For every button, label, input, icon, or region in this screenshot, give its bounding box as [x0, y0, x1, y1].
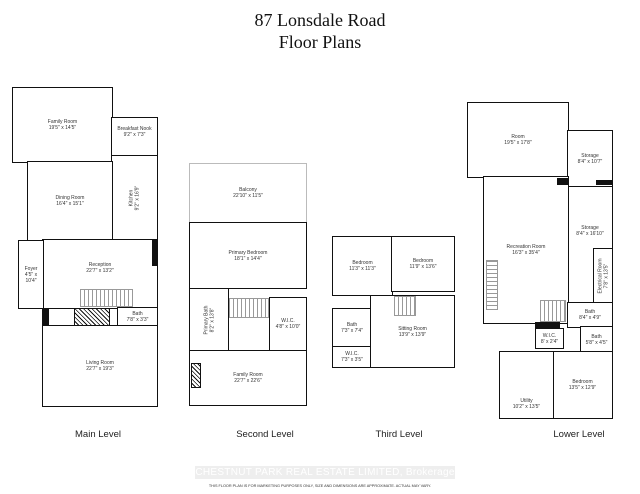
room-dims: 16'3" x 35'4"	[512, 250, 540, 256]
room-dims: 9'2" x 16'9"	[134, 185, 141, 211]
staircase	[540, 300, 566, 322]
room-dims: 7'3" x 3'5"	[341, 357, 363, 363]
room-dims: 22'7" x 19'3"	[86, 366, 114, 372]
room-dims: 5'8" x 4'5"	[585, 339, 608, 346]
room-dims: 9'2" x 7'3"	[123, 132, 146, 138]
room-dims: 4'8" x 10'0"	[275, 324, 301, 330]
room-dims: 8'4" x 10'7"	[577, 159, 603, 165]
room-name: Storage	[581, 225, 599, 231]
room-dims: 18'1" x 14'4"	[234, 255, 262, 262]
room-name: Bath	[132, 310, 143, 317]
room-dims: 22'7" x 13'2"	[86, 268, 114, 274]
plan-title: 87 Lonsdale Road	[254, 10, 386, 30]
room-name: Bedroom	[572, 379, 593, 385]
room-name: W.I.C.	[281, 318, 295, 324]
room-wic: W.I.C.4'8" x 10'0"	[269, 297, 307, 351]
staircase	[486, 260, 498, 310]
room-dims: 19'5" x 17'8"	[504, 140, 532, 146]
room-name: Recreation Room	[506, 244, 546, 250]
level-label-second: Second Level	[236, 429, 294, 440]
room-name: Electrical Room	[597, 258, 604, 294]
staircase	[394, 296, 416, 316]
room-dims: 8'2" x 13'8"	[209, 307, 215, 332]
room-name: Breakfast Nook	[117, 126, 152, 132]
room-name: Living Room	[86, 360, 114, 366]
room-dims: 7'3" x 7'4"	[341, 328, 363, 334]
room-dims: 7'8" x 3'3"	[126, 316, 149, 323]
room-name: Family Room	[233, 372, 263, 378]
room-name: Bedroom	[352, 260, 373, 266]
room-name: Dining Room	[55, 195, 85, 201]
room-name: Bath	[584, 309, 596, 315]
room-wic: W.I.C.8' x 2'4"	[535, 328, 564, 349]
brokerage-watermark: CHESTNUT PARK REAL ESTATE LIMITED, Broke…	[195, 466, 455, 479]
room-dims: 19'5" x 14'5"	[48, 125, 77, 131]
room-dims: 22'10" x 11'5"	[233, 193, 263, 199]
room-name: Sitting Room	[398, 325, 427, 332]
wall-column	[557, 178, 569, 185]
wall-column	[152, 240, 158, 266]
room-dims: 13'5" x 12'9"	[568, 385, 597, 391]
plan-subtitle: Floor Plans	[278, 32, 362, 52]
room-name: Primary Bedroom	[228, 249, 268, 256]
room-dims: 13'9" x 13'9"	[398, 331, 427, 338]
room-dims: 11'3" x 11'3"	[349, 266, 376, 272]
level-label-third: Third Level	[375, 429, 423, 440]
room-name: Primary Bath	[203, 305, 209, 334]
room-dims: 11'9" x 13'6"	[409, 264, 437, 270]
room-name: Storage	[581, 153, 599, 159]
wall-column	[42, 308, 49, 325]
staircase	[229, 298, 269, 318]
room-name: Family Room	[47, 119, 78, 125]
staircase	[80, 289, 133, 307]
room-name: Bath	[346, 322, 358, 328]
wall-column	[535, 322, 560, 330]
level-label-lower: Lower Level	[553, 429, 605, 440]
room-dims: 7'8" x 13'5"	[603, 263, 610, 289]
disclaimer: THIS FLOOR PLAN IS FOR MARKETING PURPOSE…	[208, 484, 432, 488]
room-name: Foyer	[24, 265, 38, 272]
room-dims: 8'4" x 4'9"	[579, 315, 601, 321]
room-name: Bedroom	[412, 258, 434, 264]
room-name: Bath	[591, 333, 602, 340]
room-name: Room	[511, 134, 525, 140]
room-dims: 16'4" x 15'1"	[56, 201, 84, 207]
room-dims: 22'7" x 22'6"	[234, 378, 262, 384]
fireplace	[191, 363, 201, 388]
room-name: Balcony	[239, 187, 257, 193]
wall-column	[596, 180, 613, 185]
room-name: Utility	[520, 398, 533, 404]
room-dims: 10'2" x 13'5"	[512, 404, 541, 410]
room-name: Reception	[88, 262, 112, 268]
fireplace	[74, 308, 110, 326]
room-dims: 8' x 2'4"	[540, 338, 559, 345]
room-wic: W.I.C.7'3" x 3'5"	[332, 346, 372, 368]
room-dims: 8'4" x 16'10"	[576, 231, 604, 237]
room-name: W.I.C.	[345, 351, 359, 357]
level-label-main: Main Level	[75, 429, 121, 440]
room-name: W.I.C.	[542, 332, 557, 339]
room-dims: 4'5" x 10'4"	[24, 271, 38, 284]
